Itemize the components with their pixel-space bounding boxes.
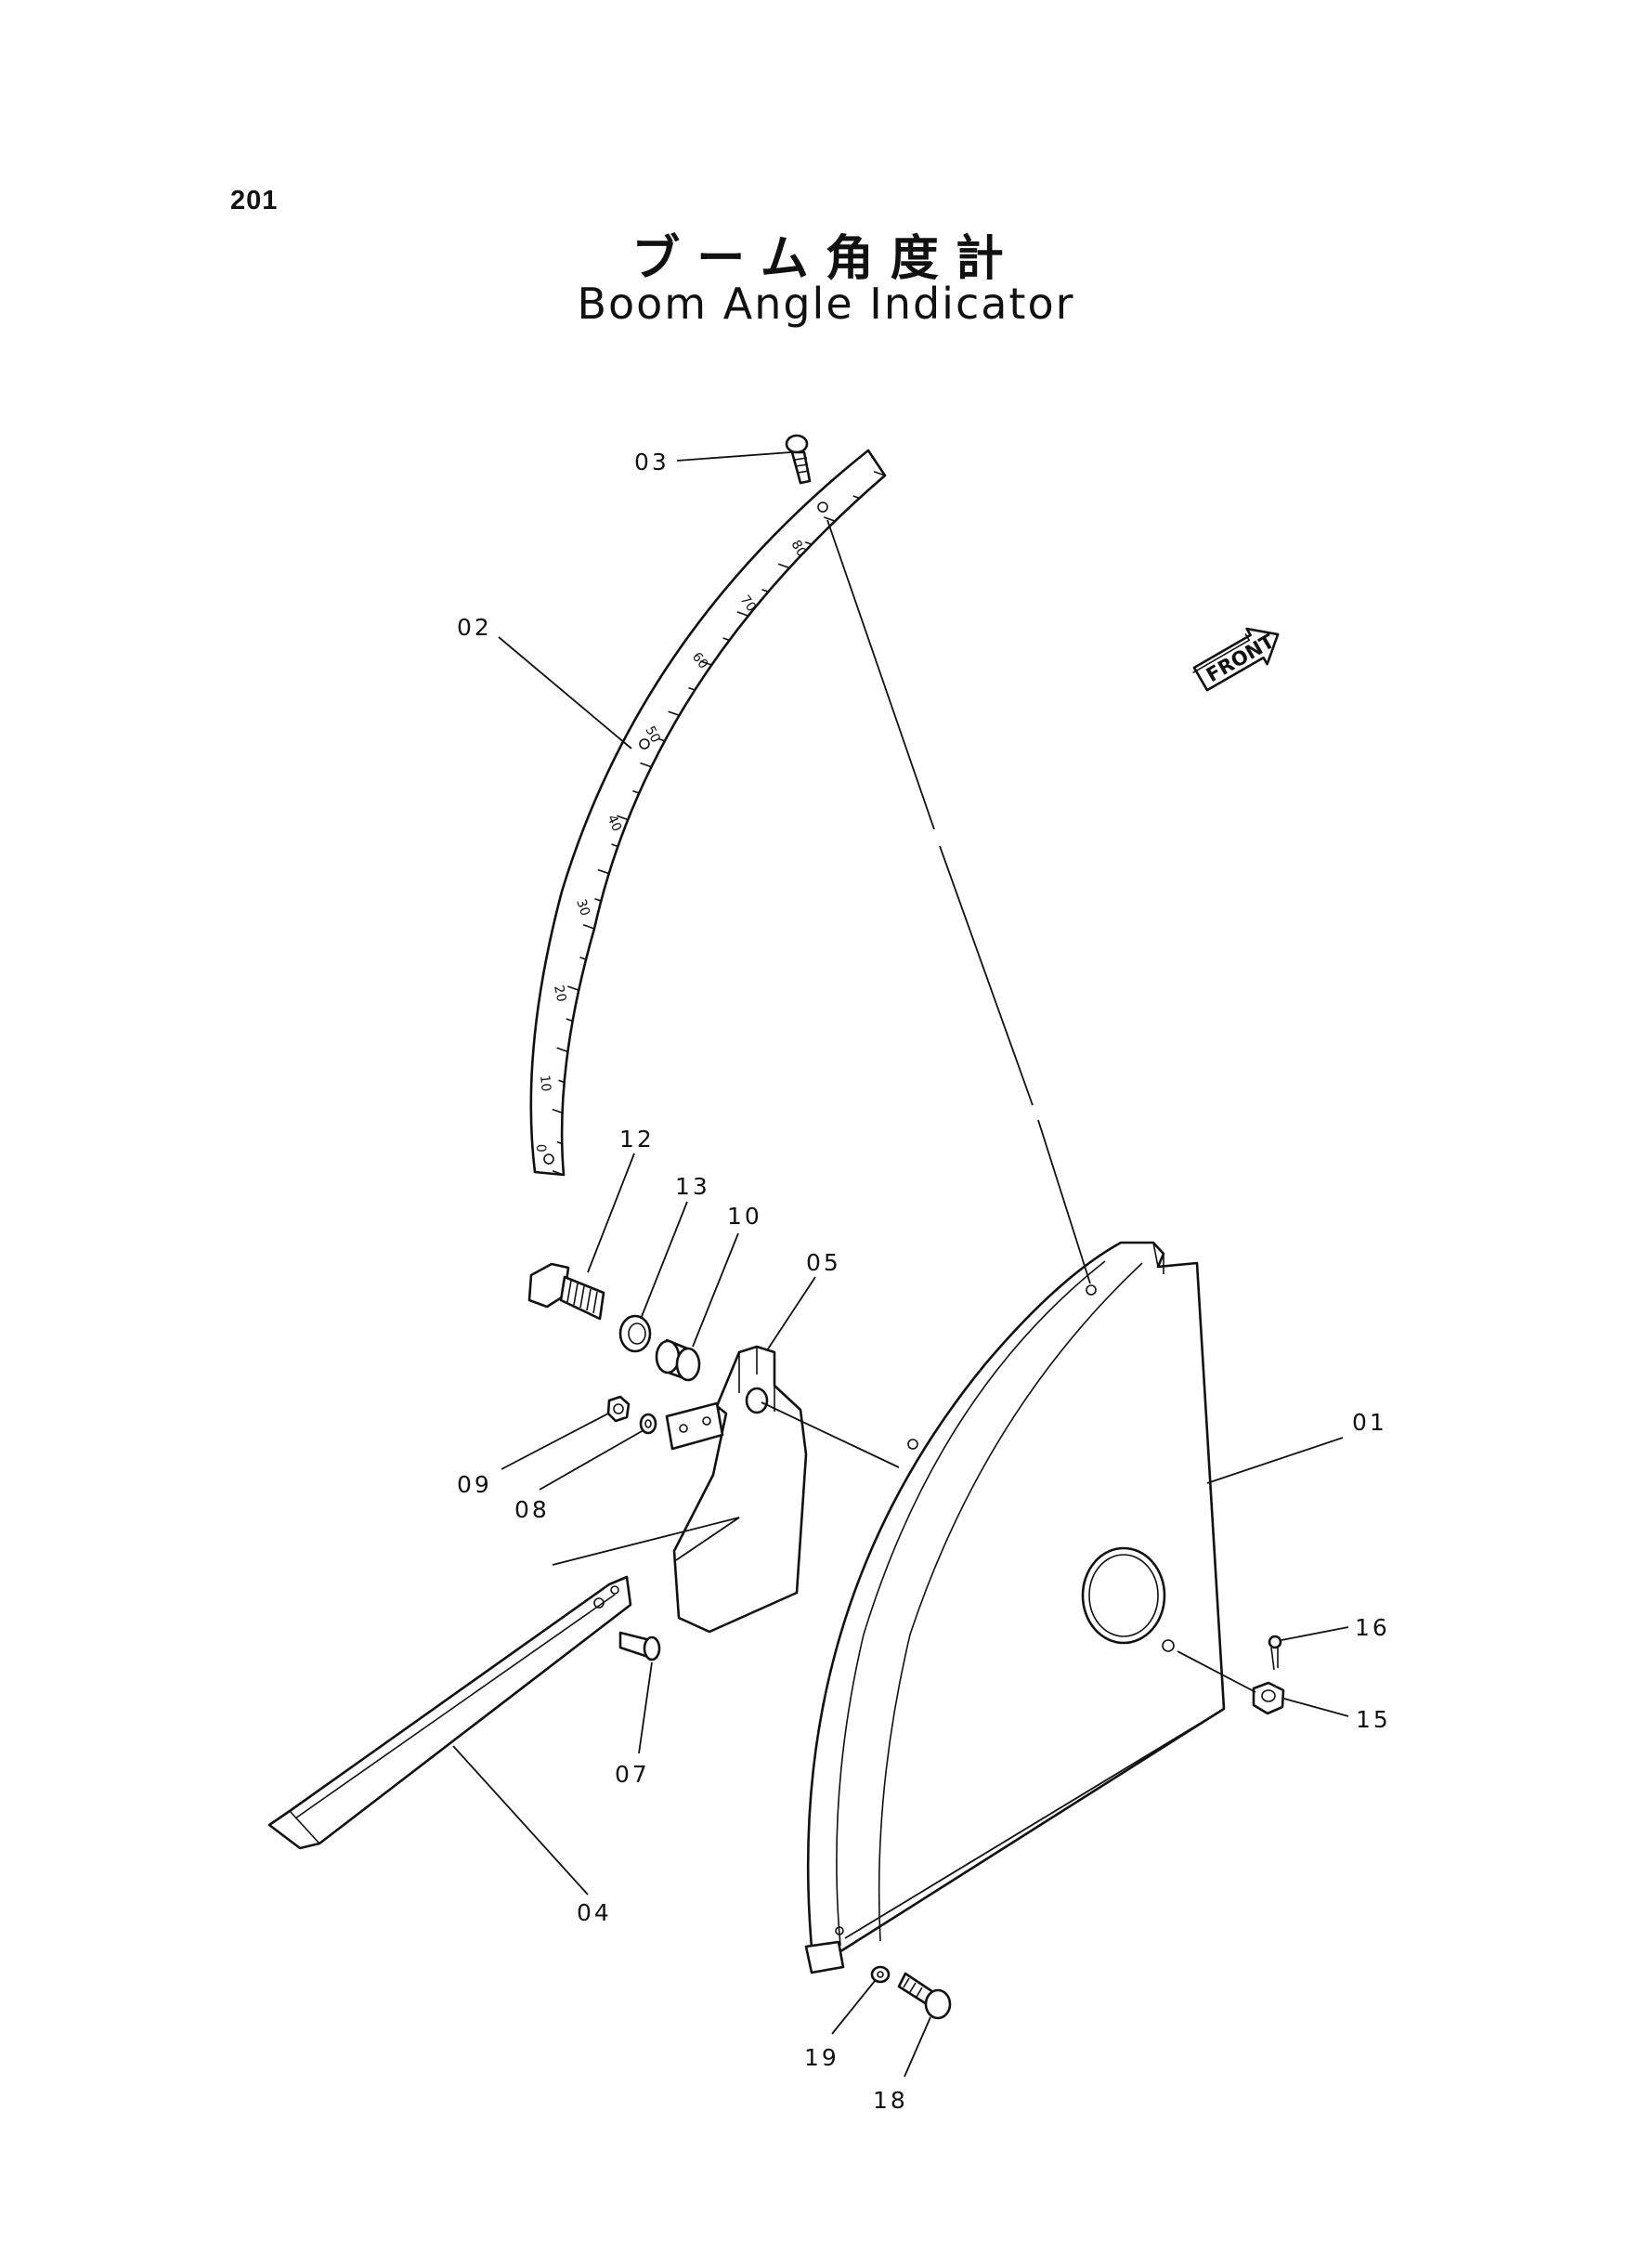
part-04-pointer-arm xyxy=(267,1575,632,1850)
scale-tick xyxy=(552,1108,565,1114)
callout-05: 05 xyxy=(806,1249,841,1276)
scale-label-80: 80 xyxy=(788,538,810,559)
scale-tick xyxy=(594,898,602,902)
scale-tick xyxy=(761,588,769,593)
title-english: Boom Angle Indicator xyxy=(577,279,1075,329)
callout-04: 04 xyxy=(577,1899,612,1926)
scale-tick xyxy=(556,1047,568,1053)
callout-13: 13 xyxy=(675,1173,710,1200)
part-01-bracket-plate xyxy=(804,1241,1226,1974)
part-02-angle-scale: 80 70 60 50 40 30 20 10 0 xyxy=(529,449,887,1177)
title-japanese: ブーム角度計 xyxy=(631,231,1021,287)
scale-label-20: 20 xyxy=(551,984,568,1004)
callout-01: 01 xyxy=(1352,1409,1387,1436)
callout-03: 03 xyxy=(634,449,670,476)
scale-tick xyxy=(804,541,813,545)
scale-tick xyxy=(823,516,836,522)
scale-tick xyxy=(668,710,680,717)
callout-leaders xyxy=(452,451,1349,2078)
scale-ticks xyxy=(552,471,886,1176)
scale-tick xyxy=(852,495,860,500)
scale-tick xyxy=(657,737,666,742)
callout-labels: 03 02 01 12 13 10 05 09 08 07 04 16 15 1… xyxy=(457,449,1391,2114)
scale-tick xyxy=(873,471,886,476)
scale-tick xyxy=(567,985,579,992)
callout-19: 19 xyxy=(804,2044,839,2071)
scale-tick xyxy=(566,1018,573,1023)
scale-tick xyxy=(722,637,730,642)
part-16-cotter-pin xyxy=(1268,1635,1282,1671)
scale-tick xyxy=(777,563,790,569)
part-05-pointer-hub xyxy=(665,1345,808,1634)
scale-labels: 80 70 60 50 40 30 20 10 0 xyxy=(533,538,809,1153)
scale-label-0: 0 xyxy=(533,1144,548,1153)
front-direction-arrow: FRONT xyxy=(1192,627,1280,692)
callout-15: 15 xyxy=(1356,1706,1391,1733)
callout-02: 02 xyxy=(457,614,492,641)
scale-tick xyxy=(700,660,712,666)
part-13-washer xyxy=(618,1314,652,1353)
part-09-nut xyxy=(606,1395,631,1423)
part-08-washer xyxy=(639,1413,657,1435)
scale-tick xyxy=(632,789,640,794)
scale-tick xyxy=(579,956,587,960)
part-10-bushing xyxy=(655,1338,701,1382)
scale-label-10: 10 xyxy=(537,1075,553,1092)
scale-tick xyxy=(556,1140,564,1145)
callout-08: 08 xyxy=(514,1496,550,1523)
scale-tick xyxy=(617,814,629,821)
part-15-castle-nut xyxy=(1252,1681,1285,1715)
callout-09: 09 xyxy=(457,1471,492,1498)
scale-tick xyxy=(558,1079,566,1084)
part-19-washer xyxy=(870,1965,891,1984)
scale-tick xyxy=(688,686,696,691)
page-number: 201 xyxy=(230,186,279,215)
scale-label-30: 30 xyxy=(573,897,592,918)
callout-10: 10 xyxy=(727,1203,762,1230)
part-18-bolt xyxy=(897,1972,952,2020)
callout-12: 12 xyxy=(619,1126,655,1153)
scale-tick xyxy=(736,611,749,617)
callout-18: 18 xyxy=(873,2087,908,2114)
scale-tick xyxy=(582,924,595,930)
part-03-screw xyxy=(785,434,812,485)
scale-tick xyxy=(611,843,618,848)
callout-16: 16 xyxy=(1355,1614,1390,1641)
scale-tick xyxy=(552,1170,565,1176)
part-07-bolt xyxy=(618,1631,661,1661)
assembly-center-lines xyxy=(552,519,1256,1939)
callout-07: 07 xyxy=(615,1761,650,1788)
scale-label-40: 40 xyxy=(604,813,624,834)
scale-tick xyxy=(640,762,652,768)
part-12-hex-bolt xyxy=(527,1262,605,1321)
scale-tick xyxy=(597,868,609,875)
